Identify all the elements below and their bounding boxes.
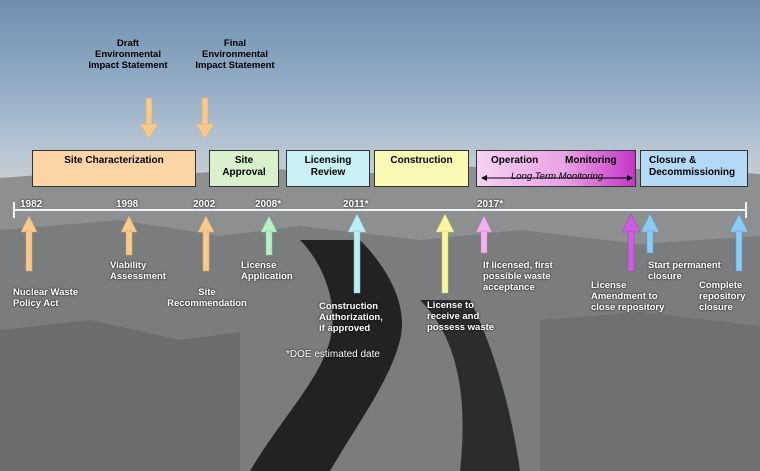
complete-closure-arrow-icon	[729, 213, 749, 272]
nuclear-waste-policy-act-arrow-icon	[20, 215, 38, 272]
event-start-permanent-closure: Start permanent closure	[648, 260, 721, 282]
event-license-application: License Application	[241, 260, 293, 282]
event-site-recommendation: Site Recommendation	[167, 287, 247, 309]
phase-operation-monitoring: Operation Monitoring Long Term Monitorin…	[476, 150, 636, 187]
event-viability-assessment: Viability Assessment	[110, 260, 166, 282]
construction-authorization-arrow-icon	[347, 213, 367, 294]
start-permanent-closure-arrow-icon	[640, 213, 660, 254]
draft-eis-arrow-icon	[139, 97, 159, 140]
final-eis-label: Final Environmental Impact Statement	[195, 38, 275, 71]
footnote: *DOE estimated date	[286, 349, 380, 360]
final-eis-arrow-icon	[195, 97, 215, 140]
phase-site-approval: Site Approval	[209, 150, 279, 187]
first-waste-acceptance-arrow-icon	[475, 215, 493, 254]
phase-licensing-review: Licensing Review	[286, 150, 370, 187]
long-term-monitoring-label: Long Term Monitoring	[510, 171, 604, 182]
site-recommendation-arrow-icon	[197, 215, 215, 272]
viability-assessment-arrow-icon	[120, 215, 138, 256]
year-1998: 1998	[116, 199, 139, 210]
event-license-receive-possess: License to receive and possess waste	[427, 300, 495, 333]
draft-eis-label: Draft Environmental Impact Statement	[88, 38, 168, 71]
year-2008: 2008*	[255, 199, 282, 210]
phase-site-characterization: Site Characterization	[32, 150, 196, 187]
year-2017: 2017*	[477, 199, 504, 210]
year-2002: 2002	[193, 199, 216, 210]
year-1982: 1982	[20, 199, 43, 210]
phase-closure-decommissioning: Closure & Decommissioning	[640, 150, 748, 187]
event-first-waste-acceptance: If licensed, first possible waste accept…	[483, 260, 553, 293]
event-license-amendment: License Amendment to close repository	[591, 280, 665, 313]
long-term-monitoring-arrow-icon	[481, 175, 633, 181]
event-complete-closure: Complete repository closure	[699, 280, 746, 313]
year-2011: 2011*	[343, 199, 369, 210]
license-amendment-arrow-icon	[621, 213, 641, 272]
event-construction-authorization: Construction Authorization, if approved	[319, 301, 383, 334]
license-application-arrow-icon	[260, 215, 278, 256]
event-nuclear-waste-policy-act: Nuclear Waste Policy Act	[13, 287, 79, 309]
phase-construction: Construction	[374, 150, 469, 187]
license-receive-possess-arrow-icon	[435, 213, 455, 294]
